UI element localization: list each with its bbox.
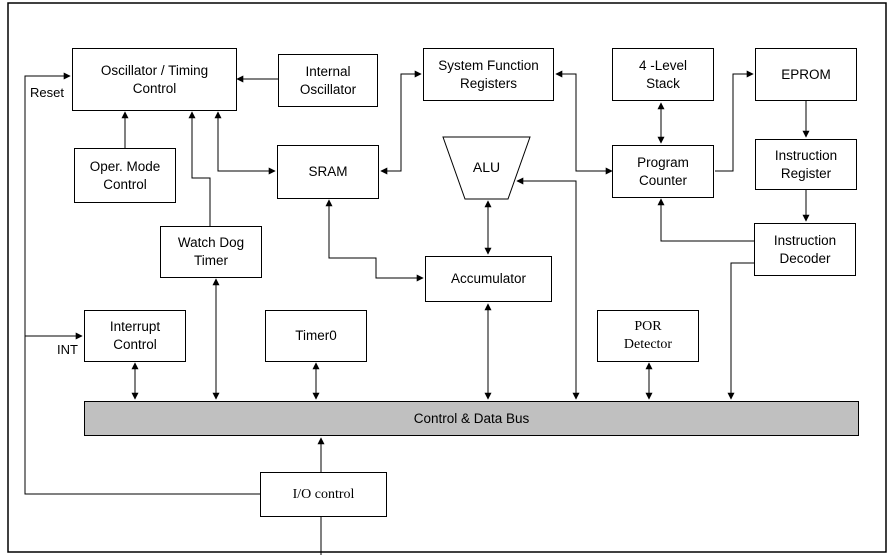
alu-label: ALU [472, 159, 501, 175]
timer0: Timer0 [265, 310, 367, 362]
alu-shape [442, 136, 531, 200]
level-stack: 4 -Level Stack [612, 48, 714, 101]
oscillator-timing-control: Oscillator / Timing Control [72, 48, 237, 111]
pc-to-eprom-arrow [715, 70, 754, 172]
outer-frame [7, 2, 887, 553]
program-counter: Program Counter [612, 145, 714, 198]
sram: SRAM [277, 145, 379, 199]
id-to-bus-arrow [727, 262, 754, 400]
io-control: I/O control [260, 472, 387, 517]
accumulator: Accumulator [425, 256, 552, 302]
bus-alu-arrow [516, 177, 580, 400]
wdt-to-osc-arrow [188, 111, 211, 226]
interrupt-control: Interrupt Control [84, 310, 186, 362]
reset-line [24, 72, 260, 495]
osc-sram-arrow [214, 111, 276, 175]
control-data-bus: Control & Data Bus [84, 401, 859, 436]
sram-acc-arrow [325, 199, 424, 282]
watch-dog-timer: Watch Dog Timer [160, 226, 262, 278]
sfr-pc-arrow [555, 70, 613, 175]
instruction-decoder: Instruction Decoder [754, 223, 856, 276]
sram-sfr-arrow [380, 70, 422, 175]
eprom: EPROM [755, 48, 857, 101]
internal-oscillator: Internal Oscillator [278, 54, 378, 107]
reset-label: Reset [30, 85, 64, 100]
system-function-registers: System Function Registers [423, 48, 554, 101]
oper-mode-control: Oper. Mode Control [74, 148, 176, 203]
int-label: INT [57, 342, 78, 357]
por-detector: POR Detector [597, 310, 699, 362]
id-to-pc-arrow [657, 198, 754, 242]
instruction-register: Instruction Register [755, 139, 857, 190]
